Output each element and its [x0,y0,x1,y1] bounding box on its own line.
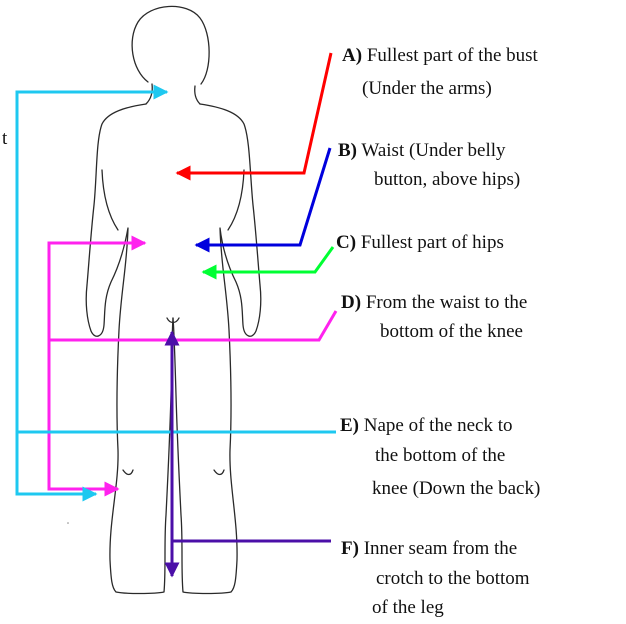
speck [67,522,69,524]
label-b-line2: button, above hips) [374,168,520,192]
label-f-line1: Inner seam from the [364,538,518,559]
label-d-letter: D) [341,292,361,313]
label-f-line2: crotch to the bottom [376,567,530,591]
label-f-letter: F) [341,538,359,559]
label-a-line1: Fullest part of the bust [367,45,538,66]
label-f: F) Inner seam from the [341,537,517,561]
label-c-line1: Fullest part of hips [361,232,504,253]
arrow-d-upper [49,243,145,340]
arrow-a [177,53,331,173]
arrow-b [196,148,330,245]
label-e-line2: the bottom of the [375,444,505,468]
arrow-e-lower [17,432,96,494]
label-d-line2: bottom of the knee [380,320,523,344]
label-c: C) Fullest part of hips [336,231,504,255]
label-c-letter: C) [336,232,356,253]
label-e-line1: Nape of the neck to [364,415,513,436]
label-a: A) Fullest part of the bust [342,44,538,68]
label-b-line1: Waist (Under belly [361,140,505,161]
label-b-letter: B) [338,140,357,161]
label-e-letter: E) [340,415,359,436]
line-d [49,311,336,340]
stray-text: t [2,128,7,150]
arrow-d-lower [49,340,118,489]
arrow-e-upper [17,92,167,432]
label-f-line3: of the leg [372,596,444,620]
label-e: E) Nape of the neck to [340,414,513,438]
label-b: B) Waist (Under belly [338,139,506,163]
label-a-letter: A) [342,45,362,66]
label-d: D) From the waist to the [341,291,527,315]
label-d-line1: From the waist to the [366,292,527,313]
label-e-line3: knee (Down the back) [372,477,540,501]
label-a-line2: (Under the arms) [362,77,492,101]
